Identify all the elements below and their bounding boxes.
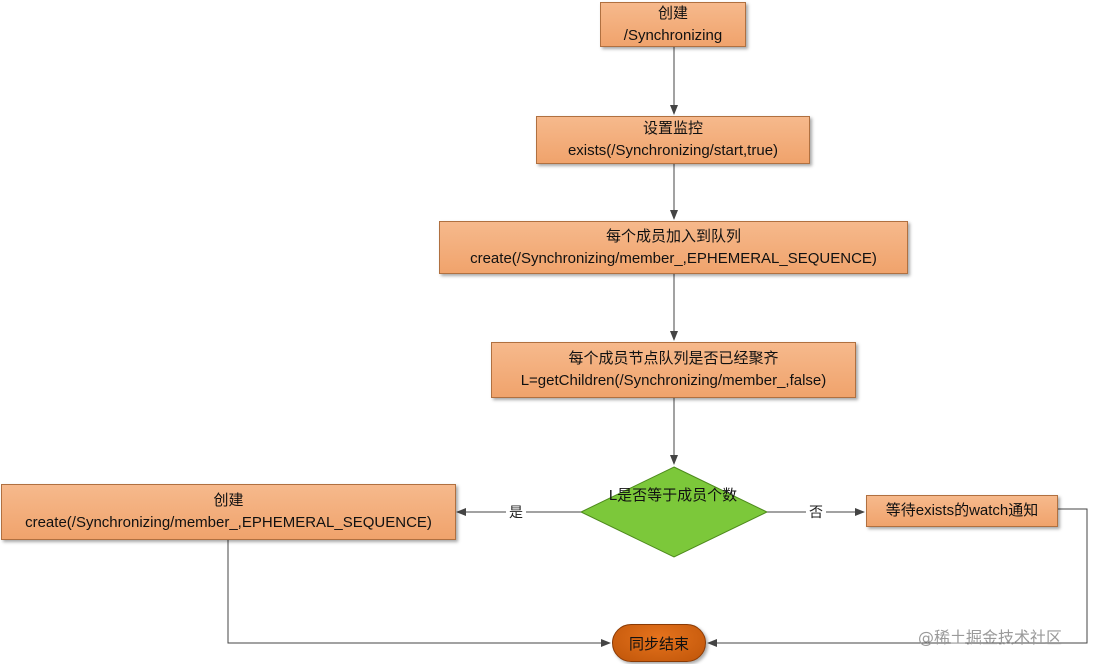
node-wait-notify-text: 等待exists的watch通知 xyxy=(885,502,1039,519)
node-create-root-line2: /Synchronizing xyxy=(623,26,723,44)
edge-label-no: 否 xyxy=(806,502,826,522)
decision-diamond xyxy=(579,466,769,558)
node-set-watch-line1: 设置监控 xyxy=(642,120,703,137)
node-join-queue: 每个成员加入到队列 create(/Synchronizing/member_,… xyxy=(439,221,908,274)
arrow-wait-to-end xyxy=(707,508,1088,647)
node-set-watch: 设置监控 exists(/Synchronizing/start,true) xyxy=(536,116,810,164)
node-check-all: 每个成员节点队列是否已经聚齐 L=getChildren(/Synchroniz… xyxy=(491,342,856,398)
edge-label-yes: 是 xyxy=(506,502,526,522)
node-join-queue-line1: 每个成员加入到队列 xyxy=(605,227,741,245)
node-check-all-line1: 每个成员节点队列是否已经聚齐 xyxy=(568,350,779,367)
node-create-root-line1: 创建 xyxy=(657,4,688,22)
decision-label: L是否等于成员个数 xyxy=(608,487,738,504)
node-join-queue-line2: create(/Synchronizing/member_,EPHEMERAL_… xyxy=(470,249,877,267)
node-create-start-line1: 创建 xyxy=(213,492,244,509)
arrow-start-to-end xyxy=(227,540,611,647)
watermark: @稀土掘金技术社区 xyxy=(918,628,1063,647)
node-create-root: 创建 /Synchronizing xyxy=(600,2,746,47)
node-set-watch-line2: exists(/Synchronizing/start,true) xyxy=(567,142,779,159)
node-end: 同步结束 xyxy=(612,624,706,662)
node-create-start: 创建 create(/Synchronizing/member_,EPHEMER… xyxy=(1,484,456,540)
node-create-start-line2: create(/Synchronizing/member_,EPHEMERAL_… xyxy=(25,514,432,531)
node-wait-notify: 等待exists的watch通知 xyxy=(866,495,1058,527)
node-end-text: 同步结束 xyxy=(628,635,689,653)
node-check-all-line2: L=getChildren(/Synchronizing/member_,fal… xyxy=(520,372,827,389)
